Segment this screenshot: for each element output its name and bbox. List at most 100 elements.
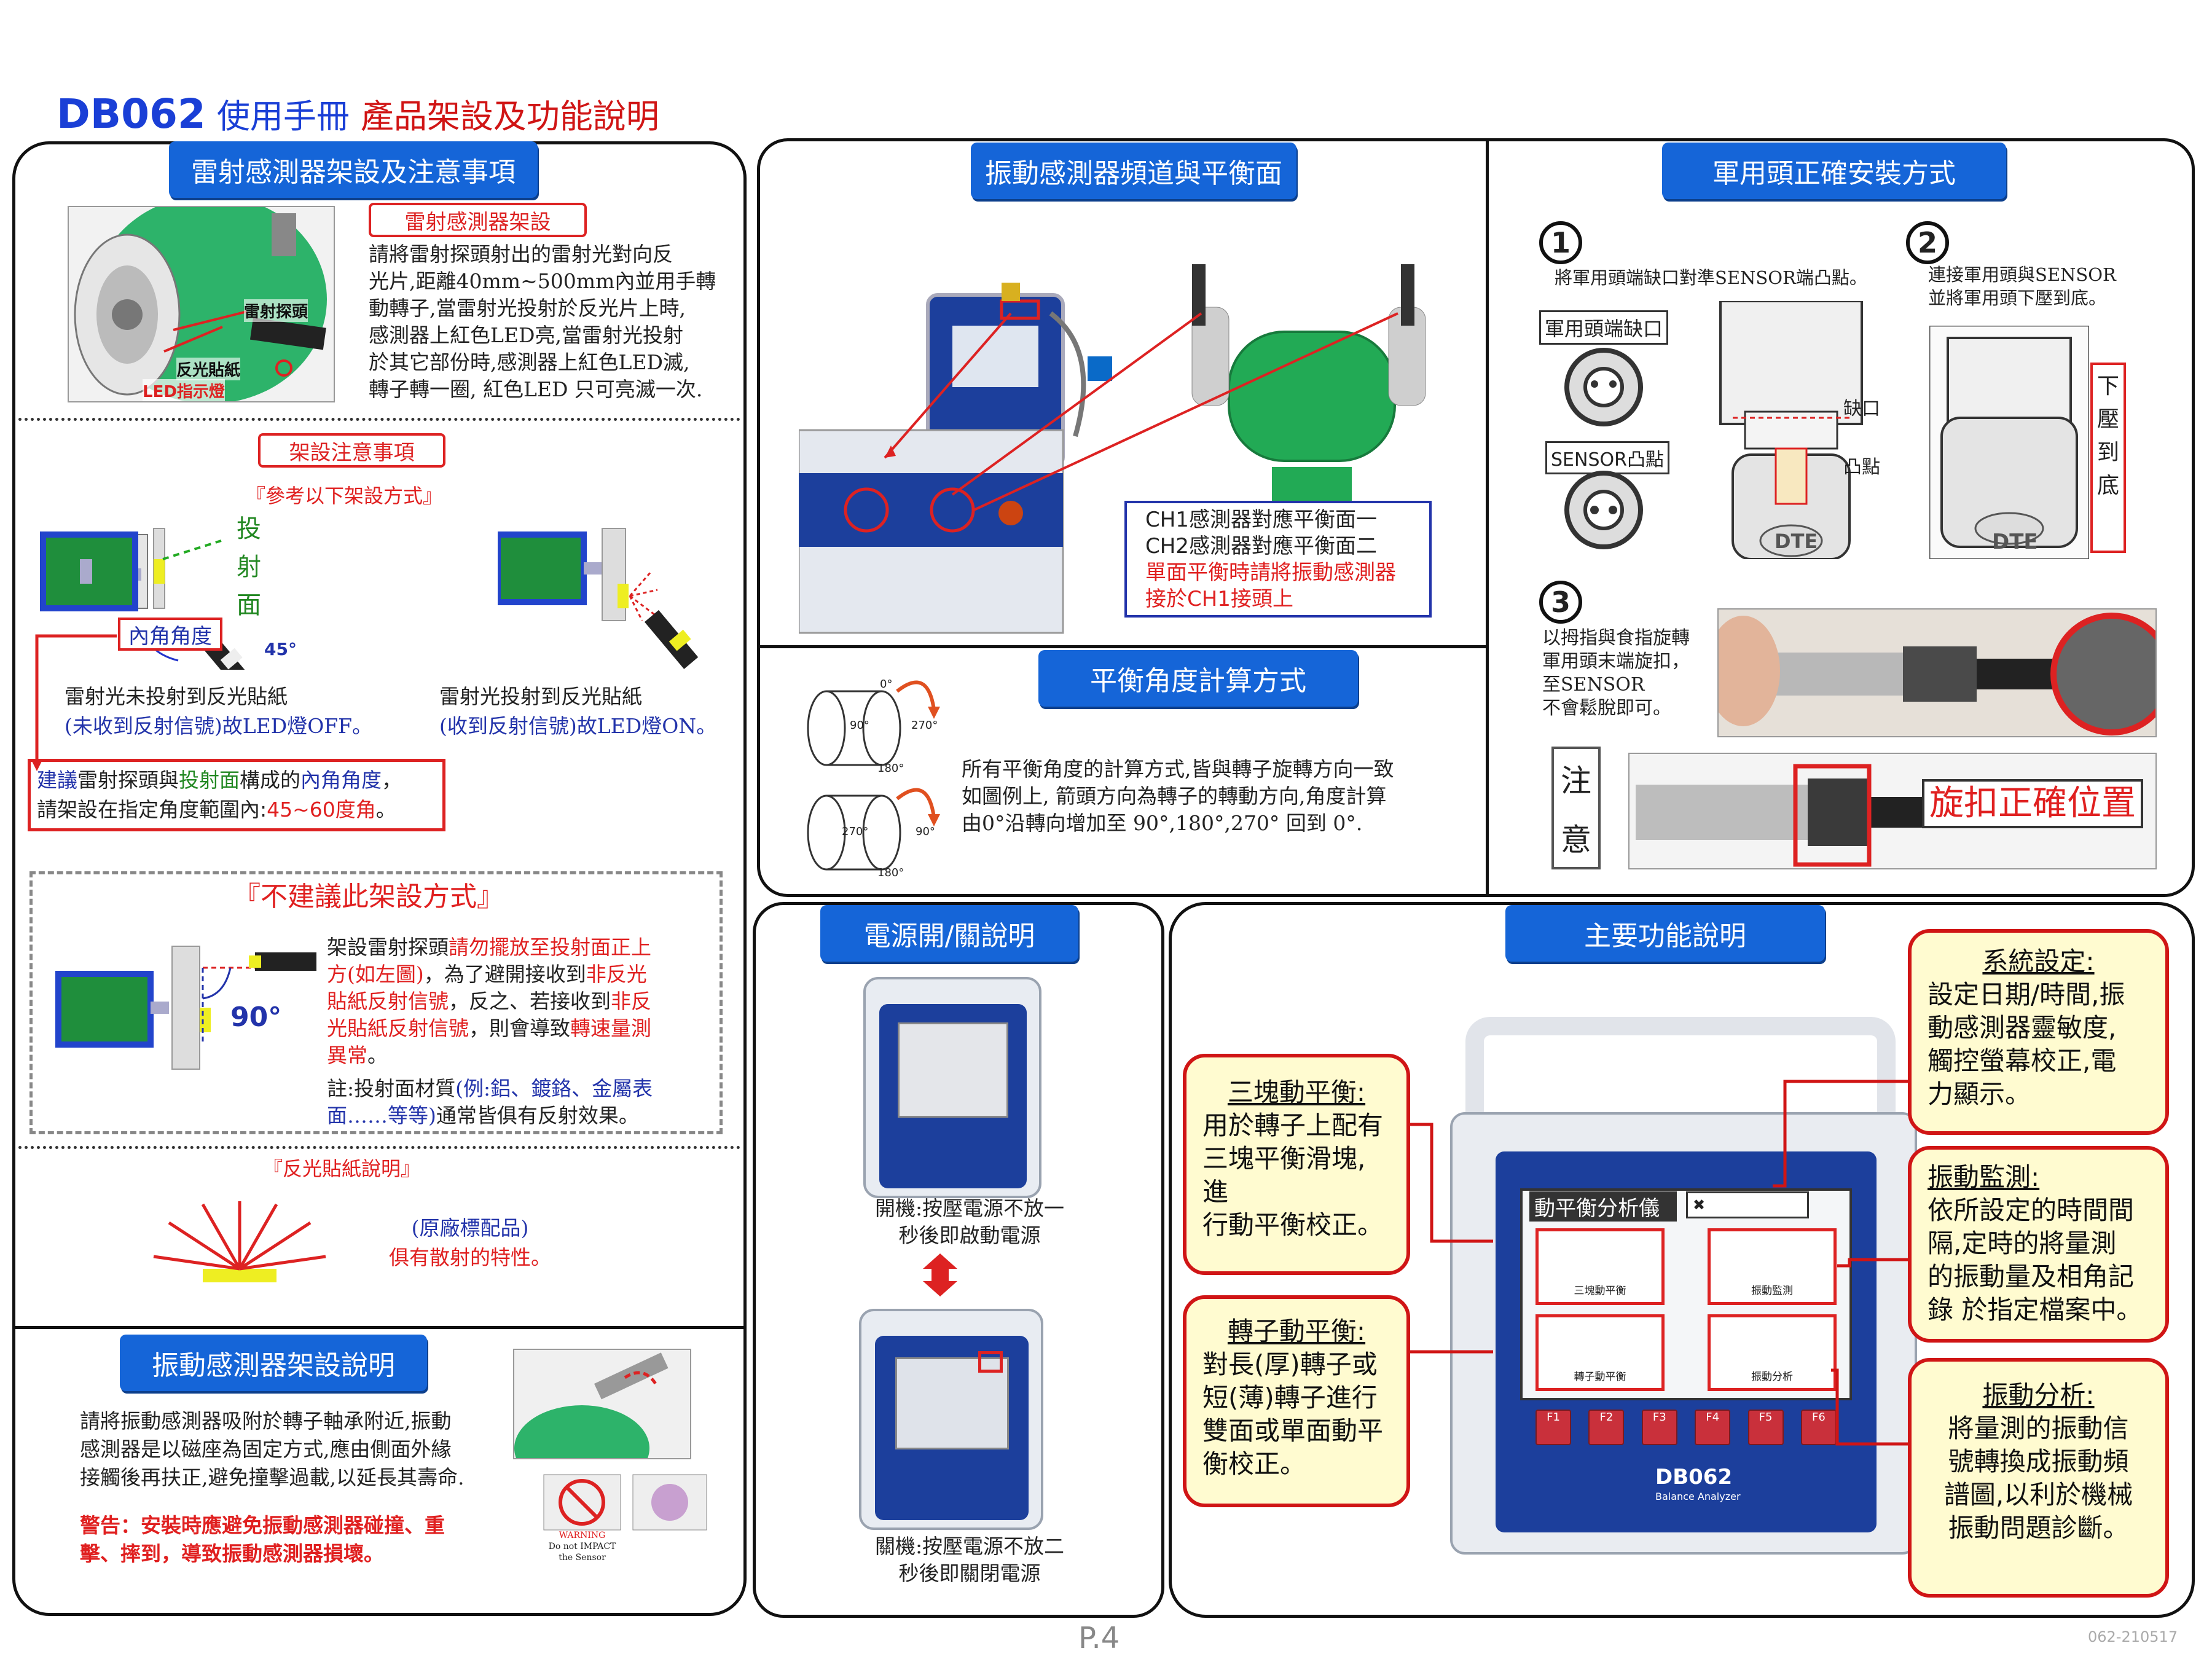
tile-label: 振動監測 bbox=[1751, 1285, 1793, 1297]
doc-code: 062-210517 bbox=[2088, 1628, 2178, 1645]
connector-side-view-1 bbox=[1719, 301, 1863, 559]
f2-key[interactable]: F2 bbox=[1588, 1410, 1625, 1445]
bump-label: SENSOR凸點 bbox=[1545, 441, 1669, 474]
power-button-highlight bbox=[978, 1351, 1003, 1373]
f4-key[interactable]: F4 bbox=[1695, 1410, 1731, 1445]
notch-word: 缺口 bbox=[1843, 398, 1880, 420]
callout-line: 對長(厚)轉子或 bbox=[1202, 1349, 1378, 1379]
callout-line: 將量測的振動信 bbox=[1948, 1413, 2129, 1443]
setup-line: 感測器上紅色LED亮,當雷射光投射 bbox=[369, 323, 683, 347]
h-divider-mid bbox=[757, 645, 1487, 648]
on-line: 雷射光投射到反光貼紙 bbox=[439, 684, 642, 708]
angle-diagram bbox=[807, 680, 940, 871]
callout-rotor: 轉子動平衡: 對長(厚)轉子或 短(薄)轉子進行 雙面或單面動平 衡校正。 bbox=[1183, 1295, 1410, 1507]
callout-three-plane: 三塊動平衡: 用於轉子上配有 三塊平衡滑塊,進 行動平衡校正。 bbox=[1183, 1054, 1410, 1275]
warn-line: the Sensor bbox=[559, 1553, 606, 1563]
laser-sensor-photo: 雷射探頭 反光貼紙 LED指示燈 bbox=[68, 206, 335, 402]
function-keys: F1 F2 F3 F4 F5 F6 bbox=[1535, 1410, 1837, 1446]
warning-line: 擊、摔到，導致振動感測器損壞。 bbox=[80, 1542, 384, 1566]
suggest-part: 投射面 bbox=[179, 768, 240, 792]
vib-setup-line: 接觸後再扶正,避免撞擊過載,以延長其壽命. bbox=[80, 1465, 465, 1489]
step-1-text: 將軍用頭端缺口對準SENSOR端凸點。 bbox=[1555, 267, 1867, 288]
twist-photo-svg bbox=[1719, 613, 2155, 735]
proj-face-char: 投 bbox=[237, 515, 261, 543]
angle-mark-90: 90° bbox=[850, 719, 869, 732]
tile-three-plane[interactable]: 三塊動平衡 bbox=[1535, 1228, 1665, 1305]
tile-rotor[interactable]: 轉子動平衡 bbox=[1535, 1314, 1665, 1391]
device-screen bbox=[895, 1357, 1009, 1449]
callout-title: 振動監測: bbox=[1928, 1162, 2040, 1192]
step-2-line: 連接軍用頭與SENSOR bbox=[1928, 264, 2116, 285]
nr-line: 方(如左圖)，為了避開接收到非反光 bbox=[327, 962, 647, 986]
connector-arrow bbox=[31, 634, 117, 771]
callout-line: 短(薄)轉子進行 bbox=[1202, 1382, 1378, 1413]
dte-logo-1: DTE bbox=[1775, 530, 1818, 553]
press-char: 壓 bbox=[2096, 407, 2119, 432]
suggest-part: 構成的 bbox=[240, 768, 300, 792]
nr-line: 架設雷射探頭請勿擺放至投射面正上 bbox=[327, 935, 651, 959]
callout-lines bbox=[1410, 1080, 1908, 1446]
brand-label: DB062 bbox=[1655, 1465, 1733, 1489]
connector-front-view bbox=[1564, 348, 1643, 549]
device-screen bbox=[898, 1022, 1008, 1118]
vib-note-line: CH1感測器對應平衡面一 bbox=[1145, 508, 1377, 532]
angle-mark-270: 270° bbox=[911, 719, 938, 732]
twist-photo bbox=[1717, 608, 2157, 737]
f5-key[interactable]: F5 bbox=[1747, 1410, 1784, 1445]
ref-title: 『參考以下架設方式』 bbox=[246, 484, 443, 508]
notes-label: 架設注意事項 bbox=[258, 433, 445, 468]
f1-key[interactable]: F1 bbox=[1535, 1410, 1571, 1445]
tile-analysis[interactable]: 振動分析 bbox=[1708, 1314, 1837, 1391]
reflector-label: 反光貼紙 bbox=[176, 358, 241, 380]
warn-line: Do not IMPACT bbox=[548, 1542, 616, 1551]
callout-line: 的振動量及相角記 bbox=[1928, 1261, 2135, 1292]
vertical-divider bbox=[1486, 138, 1489, 897]
nr-line: 光貼紙反射信號，則會導致轉速量測 bbox=[327, 1016, 651, 1040]
functions-header: 主要功能說明 bbox=[1505, 905, 1825, 962]
settings-button[interactable]: ✖ bbox=[1686, 1191, 1809, 1218]
callout-line: 用於轉子上配有 bbox=[1202, 1110, 1384, 1140]
callout-line: 振動問題診斷。 bbox=[1948, 1513, 2129, 1543]
material-line: 面……等等)通常皆俱有反射效果。 bbox=[327, 1104, 639, 1128]
press-down-arrow: 下 壓 到 底 bbox=[2090, 363, 2126, 553]
setup-line: 轉子轉一圈, 紅色LED 只可亮滅一次. bbox=[369, 377, 703, 401]
angle-mark-180: 180° bbox=[877, 762, 904, 775]
divider bbox=[18, 1146, 740, 1149]
step-1-icon: 1 bbox=[1539, 221, 1582, 264]
warn-line: WARNING bbox=[559, 1531, 606, 1540]
vib-note-line: 接於CH1接頭上 bbox=[1145, 587, 1293, 611]
material-note: 註:投射面材質(例:鋁、鍍鉻、金屬表 面……等等)通常皆俱有反射效果。 bbox=[327, 1075, 720, 1129]
angle-90-label: 90° bbox=[230, 1002, 282, 1033]
off-line: (未收到反射信號)故LED燈OFF。 bbox=[65, 714, 373, 738]
f6-key[interactable]: F6 bbox=[1800, 1410, 1837, 1445]
suggest-part: 。 bbox=[375, 798, 396, 822]
tile-monitor[interactable]: 振動監測 bbox=[1708, 1228, 1837, 1305]
setup-line: 於其它部份時,感測器上紅色LED滅, bbox=[369, 350, 690, 374]
page-title: DB062 使用手冊 產品架設及功能說明 bbox=[57, 89, 659, 138]
vib-setup-text: 請將振動感測器吸附於轉子軸承附近,振動 感測器是以磁座為固定方式,應由側面外緣 … bbox=[80, 1407, 510, 1492]
press-char: 到 bbox=[2096, 440, 2119, 465]
callout-title: 三塊動平衡: bbox=[1227, 1077, 1366, 1107]
vib-warning: 警告：安裝時應避免振動感測器碰撞、重 擊、摔到，導致振動感測器損壞。 bbox=[80, 1512, 510, 1568]
not-recommend-box bbox=[29, 871, 723, 1134]
callout-line: 依所設定的時間間 bbox=[1928, 1195, 2135, 1225]
callout-line: 行動平衡校正。 bbox=[1202, 1210, 1384, 1240]
step-3-icon: 3 bbox=[1539, 581, 1582, 624]
model-name: DB062 bbox=[57, 90, 206, 138]
nr-line: 貼紙反射信號，反之、若接收到非反 bbox=[327, 989, 651, 1013]
f3-key[interactable]: F3 bbox=[1641, 1410, 1677, 1445]
callout-monitor: 振動監測: 依所設定的時間間 隔,定時的將量測 的振動量及相角記 錄 於指定檔案… bbox=[1908, 1146, 2169, 1343]
screen-title: 動平衡分析儀 bbox=[1529, 1191, 1677, 1222]
off-line: 雷射光未投射到反光貼紙 bbox=[65, 684, 288, 708]
callout-analysis: 振動分析: 將量測的振動信 號轉換成振動頻 譜圖,以利於機械 振動問題診斷。 bbox=[1908, 1358, 2169, 1598]
tile-label: 三塊動平衡 bbox=[1574, 1285, 1626, 1297]
power-on-line: 開機:按壓電源不放一 bbox=[874, 1196, 1065, 1220]
divider bbox=[18, 418, 740, 421]
proj-face-label: 投 射 面 bbox=[237, 510, 261, 624]
warning-line: 警告：安裝時應避免振動感測器碰撞、重 bbox=[80, 1513, 445, 1537]
suggest-line-1: 建議雷射探頭與投射面構成的內角角度， bbox=[37, 766, 436, 795]
reflector-title: 『反光貼紙說明』 bbox=[263, 1157, 421, 1180]
section-label: 產品架設及功能說明 bbox=[360, 97, 659, 136]
led-label: LED指示燈 bbox=[143, 379, 225, 401]
suggest-part: 45~60度角 bbox=[267, 798, 376, 822]
